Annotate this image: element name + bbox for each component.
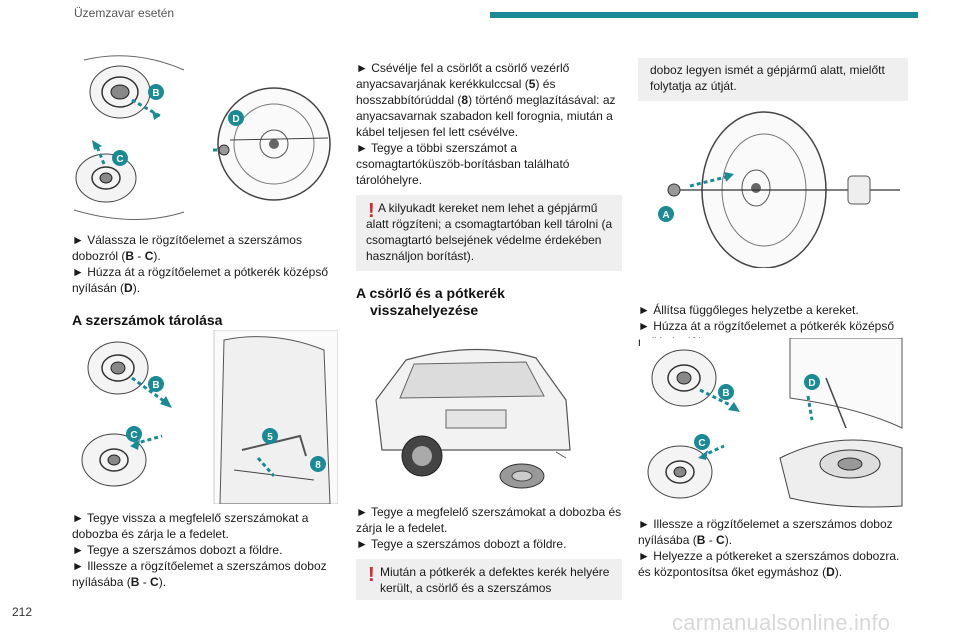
label-C: C bbox=[698, 438, 705, 449]
warning-box-punctured-wheel: ! A kilyukadt kereket nem lehet a gépjár… bbox=[356, 195, 622, 271]
warning-exclamation-icon: ! bbox=[368, 564, 375, 586]
section-title-tool-storage: A szerszámok tárolása bbox=[72, 312, 223, 328]
column-2-text-lower: ► Tegye a megfelelő szerszámokat a doboz… bbox=[356, 504, 622, 600]
instruction-return-tools: ► Tegye vissza a megfelelő szerszámokat … bbox=[72, 511, 309, 541]
instruction-put-tools-box: ► Tegye a megfelelő szerszámokat a doboz… bbox=[356, 505, 622, 535]
label-C: C bbox=[116, 154, 123, 165]
column-1-text-lower: ► Tegye vissza a megfelelő szerszámokat … bbox=[72, 510, 340, 590]
page-header-title: Üzemzavar esetén bbox=[74, 6, 175, 20]
label-C: C bbox=[130, 430, 137, 441]
label-B: B bbox=[152, 380, 159, 391]
label-8: 8 bbox=[315, 460, 321, 471]
page-number: 212 bbox=[12, 605, 33, 619]
label-A: A bbox=[662, 210, 669, 221]
instruction-box-to-ground: ► Tegye a szerszámos dobozt a földre. bbox=[356, 537, 567, 551]
figure-detach-fastener: B C D bbox=[74, 40, 338, 228]
instruction-insert-fastener-BC: ► Illessze a rögzítőelemet a szerszámos … bbox=[638, 517, 893, 547]
label-B: B bbox=[722, 388, 729, 399]
instruction-place-spare-on-box: ► Helyezze a pótkereket a szerszámos dob… bbox=[638, 549, 900, 579]
warning-box-reinstall: ! Miután a pótkerék a defektes kerék hel… bbox=[356, 559, 622, 600]
header-accent-bar bbox=[490, 12, 918, 18]
figure-tool-storage: B C 5 8 bbox=[74, 330, 338, 504]
figure-wheel-vertical: A bbox=[652, 104, 908, 268]
section-title-winch-spare: A csörlő és a pótkerék visszahelyezése bbox=[356, 285, 505, 318]
instruction-pull-through: ► Húzza át a rögzítőelemet a pótkerék kö… bbox=[72, 265, 329, 295]
figure-car-with-spare bbox=[366, 340, 588, 496]
label-D: D bbox=[232, 114, 239, 125]
label-5: 5 bbox=[267, 432, 273, 443]
watermark-text: carmanualsonline.info bbox=[672, 610, 891, 635]
instruction-rewind-winch: ► Csévélje fel a csörlőt a csörlő vezérl… bbox=[356, 61, 616, 139]
warning-box-continued: doboz legyen ismét a gépjármű alatt, mie… bbox=[638, 58, 908, 101]
instruction-store-tools: ► Tegye a többi szerszámot a csomagtartó… bbox=[356, 141, 570, 187]
instruction-wheel-upright: ► Állítsa függőleges helyzetbe a kereket… bbox=[638, 303, 859, 317]
column-1-text: ► Válassza le rögzítőelemet a szerszámos… bbox=[72, 232, 340, 329]
warning-exclamation-icon: ! bbox=[368, 200, 375, 222]
column-2-text: ► Csévélje fel a csörlőt a csörlő vezérl… bbox=[356, 60, 622, 319]
column-3-text-lower: ► Illessze a rögzítőelemet a szerszámos … bbox=[638, 516, 908, 580]
column-3-text: doboz legyen ismét a gépjármű alatt, mie… bbox=[638, 58, 908, 101]
figure-reattach-fastener: B C D bbox=[640, 338, 908, 510]
instruction-detach: ► Válassza le rögzítőelemet a szerszámos… bbox=[72, 233, 302, 263]
label-B: B bbox=[152, 88, 159, 99]
label-D: D bbox=[808, 378, 815, 389]
instruction-insert-fastener: ► Illessze a rögzítőelemet a szerszámos … bbox=[72, 559, 327, 589]
instruction-box-ground: ► Tegye a szerszámos dobozt a földre. bbox=[72, 543, 283, 557]
